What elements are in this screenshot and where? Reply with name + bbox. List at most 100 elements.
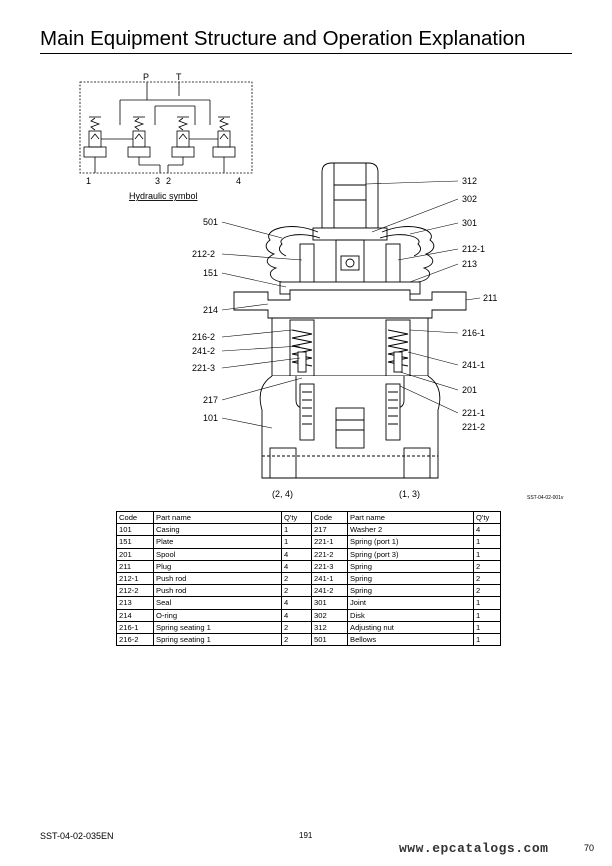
cell-qty-1: 4 xyxy=(281,547,312,561)
cell-code-1: 216-1 xyxy=(116,620,154,634)
cell-code-1: 212-1 xyxy=(116,571,154,586)
left-ports-label: (2, 4) xyxy=(272,489,293,499)
callout-201: 201 xyxy=(462,385,477,395)
cell-qty-2: 1 xyxy=(473,547,501,561)
cell-qty-1: 2 xyxy=(281,632,312,647)
callout-302: 302 xyxy=(462,194,477,204)
cell-part-name-2: Bellows xyxy=(347,632,474,647)
valve-2 xyxy=(127,116,151,158)
valve-3 xyxy=(171,116,195,158)
cell-qty-2: 2 xyxy=(473,571,501,586)
drawing-code: SST-04-02-001v xyxy=(527,495,564,501)
cell-qty-2: 1 xyxy=(473,608,501,622)
cell-code-1: 101 xyxy=(116,523,154,537)
parts-table: Code Part name Q'ty Code Part name Q'ty … xyxy=(116,510,501,647)
cell-qty-1: 1 xyxy=(281,535,312,549)
cell-part-name-1: Spring seating 1 xyxy=(153,632,282,647)
cell-code-1: 211 xyxy=(116,559,154,573)
callout-241-1: 241-1 xyxy=(462,360,485,370)
callout-221-3: 221-3 xyxy=(192,363,215,373)
cell-qty-1: 2 xyxy=(281,571,312,586)
watermark: www.epcatalogs.com xyxy=(399,841,549,856)
page-title: Main Equipment Structure and Operation E… xyxy=(40,27,526,50)
cell-part-name-1: Plug xyxy=(153,559,282,573)
callout-212-2: 212-2 xyxy=(192,249,215,259)
valve-4 xyxy=(212,116,236,158)
cell-part-name-1: Casing xyxy=(153,523,282,537)
cell-part-name-1: Plate xyxy=(153,535,282,549)
cell-code-1: 151 xyxy=(116,535,154,549)
cell-qty-2: 4 xyxy=(473,523,501,537)
callout-216-2: 216-2 xyxy=(192,332,215,342)
page-number: 191 xyxy=(299,831,313,840)
cell-qty-2: 1 xyxy=(473,620,501,634)
left-callouts xyxy=(221,221,303,429)
port-t-label: T xyxy=(176,72,182,82)
cell-code-1: 214 xyxy=(116,608,154,622)
cell-part-name-1: Spool xyxy=(153,547,282,561)
header-part-name-2: Part name xyxy=(347,510,474,525)
cell-qty-1: 2 xyxy=(281,620,312,634)
cell-qty-2: 2 xyxy=(473,559,501,573)
header-part-name-1: Part name xyxy=(153,510,282,525)
header-code-2: Code xyxy=(311,510,348,525)
cell-part-name-2: Joint xyxy=(347,596,474,610)
technical-drawing: P T 1 3 2 4 Hydraulic symbol xyxy=(79,72,564,501)
header-qty-1: Q'ty xyxy=(281,510,312,525)
cell-part-name-2: Disk xyxy=(347,608,474,622)
callout-217: 217 xyxy=(203,395,218,405)
header-code-1: Code xyxy=(116,510,154,525)
cell-part-name-1: Push rod xyxy=(153,571,282,586)
port-2-label: 2 xyxy=(166,176,171,186)
hydraulic-symbol xyxy=(79,81,253,174)
callout-221-1: 221-1 xyxy=(462,408,485,418)
cell-qty-2: 1 xyxy=(473,632,501,647)
header-qty-2: Q'ty xyxy=(473,510,501,525)
callout-212-1: 212-1 xyxy=(462,244,485,254)
cell-code-1: 216-2 xyxy=(116,632,154,647)
symbol-frame xyxy=(79,81,253,174)
cell-code-2: 301 xyxy=(311,596,348,610)
callout-301: 301 xyxy=(462,218,477,228)
cell-qty-1: 4 xyxy=(281,596,312,610)
cell-qty-1: 4 xyxy=(281,559,312,573)
callout-216-1: 216-1 xyxy=(462,328,485,338)
valve-1 xyxy=(83,116,107,158)
cell-code-1: 213 xyxy=(116,596,154,610)
right-ports-label: (1, 3) xyxy=(399,489,420,499)
callout-214: 214 xyxy=(203,305,218,315)
cell-part-name-2: Adjusting nut xyxy=(347,620,474,634)
cell-part-name-2: Washer 2 xyxy=(347,523,474,537)
cell-part-name-1: O-ring xyxy=(153,608,282,622)
cell-qty-1: 4 xyxy=(281,608,312,622)
callout-101: 101 xyxy=(203,413,218,423)
cell-code-2: 241-1 xyxy=(311,571,348,586)
cell-code-2: 501 xyxy=(311,632,348,647)
port-4-label: 4 xyxy=(236,176,241,186)
callout-501: 501 xyxy=(203,217,218,227)
title-underline xyxy=(40,53,572,54)
cell-code-2: 241-2 xyxy=(311,584,348,598)
callout-312: 312 xyxy=(462,176,477,186)
callout-213: 213 xyxy=(462,259,477,269)
valve-cross-section xyxy=(233,162,467,479)
cell-part-name-2: Spring xyxy=(347,584,474,598)
cell-part-name-1: Spring seating 1 xyxy=(153,620,282,634)
cell-part-name-1: Seal xyxy=(153,596,282,610)
cell-code-2: 221-3 xyxy=(311,559,348,573)
cell-qty-1: 2 xyxy=(281,584,312,598)
hydraulic-symbol-caption: Hydraulic symbol xyxy=(129,191,198,201)
document-code: SST-04-02-035EN xyxy=(40,831,114,841)
cell-part-name-2: Spring (port 3) xyxy=(347,547,474,561)
table-header-row: Code Part name Q'ty Code Part name Q'ty xyxy=(116,510,501,525)
